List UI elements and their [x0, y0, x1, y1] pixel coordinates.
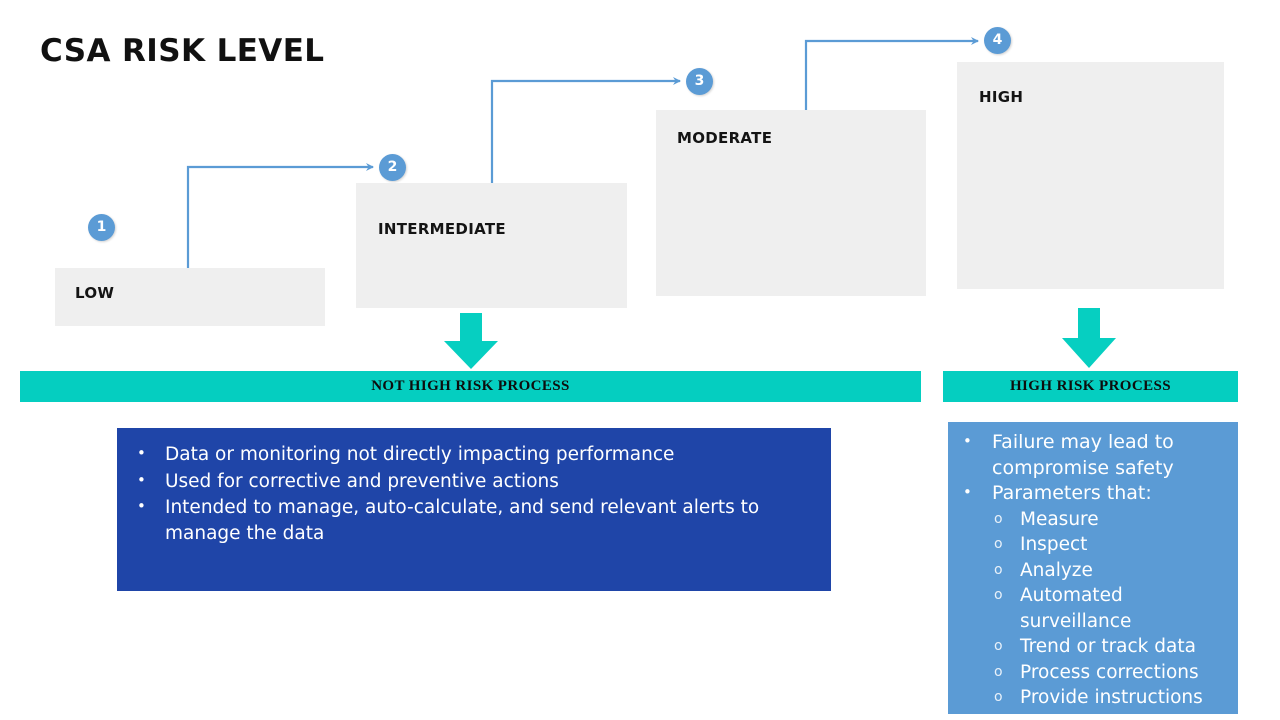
risk-level-label-moderate: MODERATE: [677, 129, 773, 147]
sub-list-item: Provide instructions: [954, 685, 1232, 711]
list-item-label: Failure may lead to compromise safety: [992, 431, 1174, 479]
risk-level-label-low: LOW: [75, 284, 115, 302]
step-number-2[interactable]: 2: [379, 154, 406, 181]
list-item: Parameters that:: [954, 480, 1232, 507]
sub-list-item: Measure: [954, 507, 1232, 533]
list-item: Data or monitoring not directly impactin…: [127, 441, 815, 468]
connector-intermediate-to-moderate: [490, 77, 681, 192]
risk-level-box-low[interactable]: LOW: [55, 268, 325, 326]
high-bullet-list: Failure may lead to compromise safety Pa…: [954, 429, 1232, 507]
connector-low-to-intermediate: [186, 163, 374, 277]
step-number-4[interactable]: 4: [984, 27, 1011, 54]
page-title: CSA RISK LEVEL: [40, 33, 325, 69]
sub-list-item: Analyze: [954, 558, 1232, 584]
risk-level-box-high[interactable]: HIGH: [957, 62, 1224, 289]
list-item: Intended to manage, auto-calculate, and …: [127, 494, 815, 546]
not-high-bullet-list: Data or monitoring not directly impactin…: [127, 441, 815, 546]
down-arrow-icon-right: [1062, 308, 1116, 368]
sub-list-item: Trend or track data: [954, 634, 1232, 660]
panel-high-risk-details: Failure may lead to compromise safety Pa…: [948, 422, 1238, 714]
down-arrow-icon-left: [444, 313, 498, 369]
step-number-3[interactable]: 3: [686, 68, 713, 95]
sub-list-item: Automated surveillance: [954, 583, 1232, 634]
sub-list-item: Process corrections: [954, 660, 1232, 686]
risk-level-box-intermediate[interactable]: INTERMEDIATE: [356, 183, 627, 308]
list-item: Failure may lead to compromise safety: [954, 429, 1232, 481]
connector-moderate-to-high: [804, 37, 979, 120]
risk-level-label-intermediate: INTERMEDIATE: [378, 220, 506, 238]
step-number-1[interactable]: 1: [88, 214, 115, 241]
banner-high-risk-process: HIGH RISK PROCESS: [943, 371, 1238, 402]
list-item-label: Parameters that:: [992, 482, 1152, 504]
banner-not-high-risk-process: NOT HIGH RISK PROCESS: [20, 371, 921, 402]
risk-level-label-high: HIGH: [979, 88, 1024, 106]
sub-list-item: Inspect: [954, 532, 1232, 558]
panel-not-high-risk-details: Data or monitoring not directly impactin…: [117, 428, 831, 591]
high-sub-bullet-list: Measure Inspect Analyze Automated survei…: [954, 507, 1232, 711]
risk-level-box-moderate[interactable]: MODERATE: [656, 110, 926, 296]
list-item: Used for corrective and preventive actio…: [127, 468, 815, 495]
